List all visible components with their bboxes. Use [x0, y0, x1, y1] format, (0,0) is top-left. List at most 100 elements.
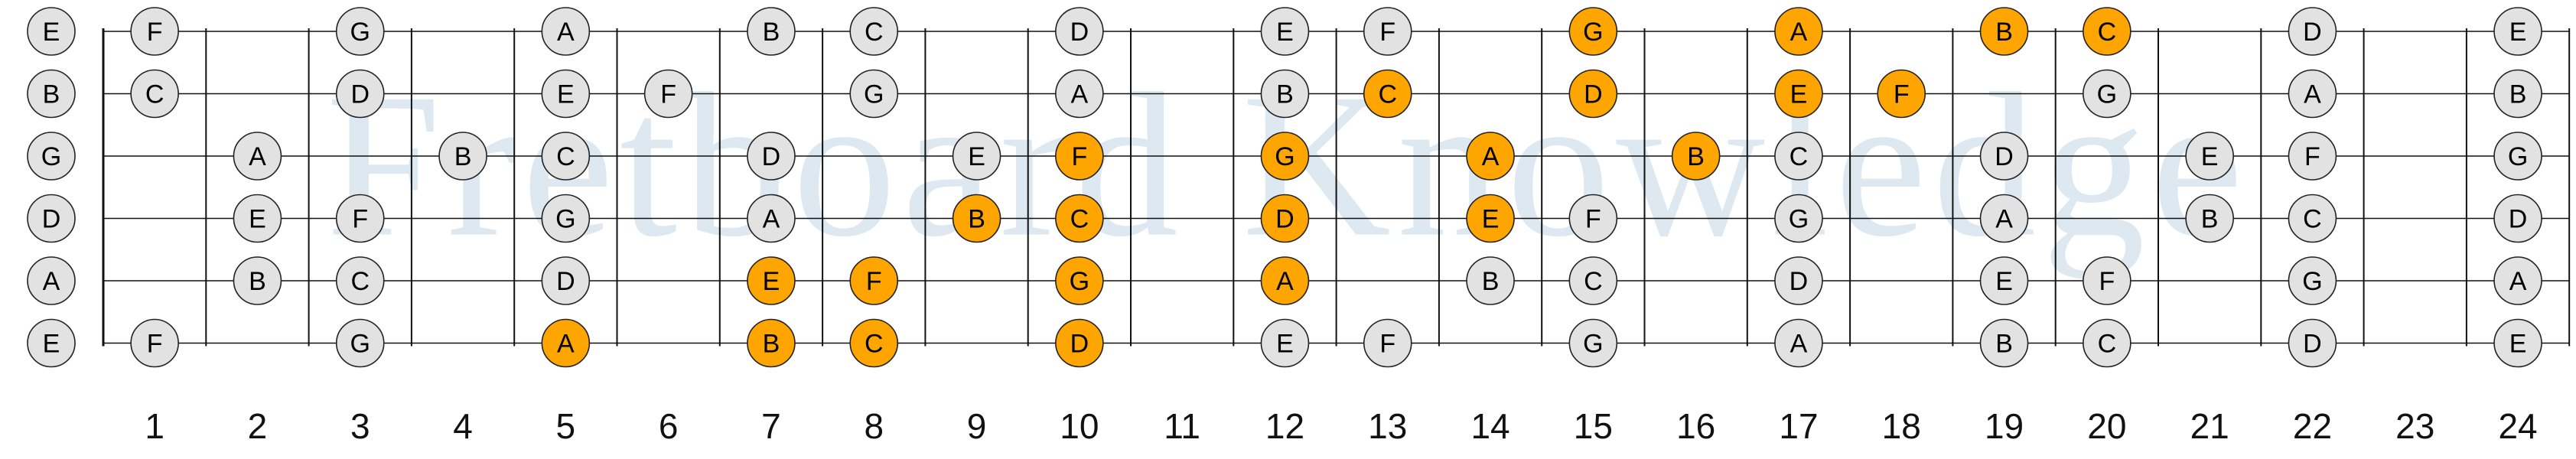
- note-circle: [335, 194, 385, 243]
- highlighted-note-circle: [541, 318, 591, 368]
- open-string-note: B: [27, 69, 76, 119]
- note-marker: G: [1774, 194, 1823, 243]
- highlighted-note-circle: [952, 194, 1001, 243]
- note-label: B: [763, 18, 780, 47]
- note-label: D: [42, 205, 61, 234]
- note-circle: [541, 256, 591, 305]
- note-label: A: [557, 18, 575, 47]
- note-marker: G: [335, 7, 385, 56]
- note-marker: E: [2493, 7, 2542, 56]
- scale-note-marker: A: [1260, 256, 1310, 305]
- note-marker: F: [2083, 256, 2131, 305]
- note-label: A: [1276, 267, 1294, 296]
- note-circle: [2493, 318, 2542, 368]
- note-marker: A: [1774, 318, 1823, 368]
- note-label: D: [1584, 80, 1603, 109]
- note-circle: [27, 194, 76, 243]
- note-label: C: [1584, 267, 1603, 296]
- note-marker: A: [233, 132, 282, 181]
- note-circle: [1568, 318, 1618, 368]
- note-label: E: [43, 330, 60, 359]
- note-label: F: [660, 80, 676, 109]
- scale-note-marker: D: [1568, 69, 1618, 119]
- fret-number: 23: [2395, 406, 2434, 446]
- note-marker: E: [1979, 256, 2029, 305]
- note-label: D: [1275, 205, 1295, 234]
- note-circle: [2493, 69, 2542, 119]
- note-circle: [1568, 256, 1618, 305]
- note-circle: [1774, 132, 1823, 181]
- note-circle: [27, 69, 76, 119]
- highlighted-note-circle: [1979, 7, 2029, 56]
- highlighted-note-circle: [1466, 194, 1515, 243]
- note-marker: A: [541, 7, 591, 56]
- note-label: A: [1995, 205, 2013, 234]
- fret-number: 22: [2293, 406, 2332, 446]
- note-label: D: [350, 80, 370, 109]
- note-circle: [438, 132, 487, 181]
- scale-note-marker: A: [541, 318, 591, 368]
- note-label: G: [555, 205, 575, 234]
- note-label: B: [2509, 80, 2527, 109]
- note-marker: C: [849, 7, 899, 56]
- note-circle: [335, 256, 385, 305]
- note-circle: [1055, 7, 1104, 56]
- scale-note-marker: D: [1260, 194, 1310, 243]
- highlighted-note-circle: [1055, 256, 1104, 305]
- note-label: F: [1585, 205, 1601, 234]
- highlighted-note-circle: [1774, 7, 1823, 56]
- fret-number: 6: [659, 406, 679, 446]
- fret-number: 8: [864, 406, 884, 446]
- note-circle: [2288, 318, 2337, 368]
- note-label: F: [2304, 142, 2320, 171]
- note-label: B: [2201, 205, 2219, 234]
- highlighted-note-circle: [747, 318, 796, 368]
- note-marker: D: [2288, 7, 2337, 56]
- note-circle: [2493, 194, 2542, 243]
- highlighted-note-circle: [1671, 132, 1721, 181]
- note-label: G: [1583, 18, 1603, 47]
- fret-number: 5: [556, 406, 576, 446]
- note-circle: [541, 69, 591, 119]
- scale-note-marker: C: [1055, 194, 1104, 243]
- note-circle: [1568, 194, 1618, 243]
- fret-number: 19: [1985, 406, 2024, 446]
- note-marker: A: [747, 194, 796, 243]
- note-label: E: [43, 18, 60, 47]
- note-marker: D: [1979, 132, 2029, 181]
- note-label: D: [556, 267, 575, 296]
- fret-number: 15: [1574, 406, 1613, 446]
- open-string-note: E: [27, 7, 76, 56]
- note-marker: G: [335, 318, 385, 368]
- scale-note-marker: F: [1877, 69, 1926, 119]
- note-label: D: [762, 142, 781, 171]
- fretboard-grid: [102, 28, 2571, 347]
- note-circle: [2083, 318, 2131, 368]
- fret-number: 14: [1470, 406, 1509, 446]
- note-circle: [233, 256, 282, 305]
- fret-number: 10: [1060, 406, 1099, 446]
- highlighted-note-circle: [1055, 318, 1104, 368]
- note-label: E: [2509, 330, 2527, 359]
- note-marker: D: [2288, 318, 2337, 368]
- note-circle: [1260, 69, 1310, 119]
- highlighted-note-circle: [1774, 69, 1823, 119]
- note-marker: F: [1363, 318, 1412, 368]
- note-circle: [1979, 318, 2029, 368]
- note-label: B: [454, 142, 472, 171]
- note-label: E: [557, 80, 575, 109]
- highlighted-note-circle: [1568, 69, 1618, 119]
- note-circle: [541, 7, 591, 56]
- note-label: E: [968, 142, 985, 171]
- note-label: F: [2099, 267, 2115, 296]
- note-label: A: [2304, 80, 2321, 109]
- note-label: G: [350, 330, 370, 359]
- note-marker: G: [2288, 256, 2337, 305]
- fret-number: 18: [1882, 406, 1921, 446]
- note-label: D: [1070, 330, 1089, 359]
- note-marker: G: [2083, 69, 2131, 119]
- note-label: B: [1276, 80, 1294, 109]
- scale-note-marker: E: [747, 256, 796, 305]
- note-circle: [849, 69, 899, 119]
- highlighted-note-circle: [849, 318, 899, 368]
